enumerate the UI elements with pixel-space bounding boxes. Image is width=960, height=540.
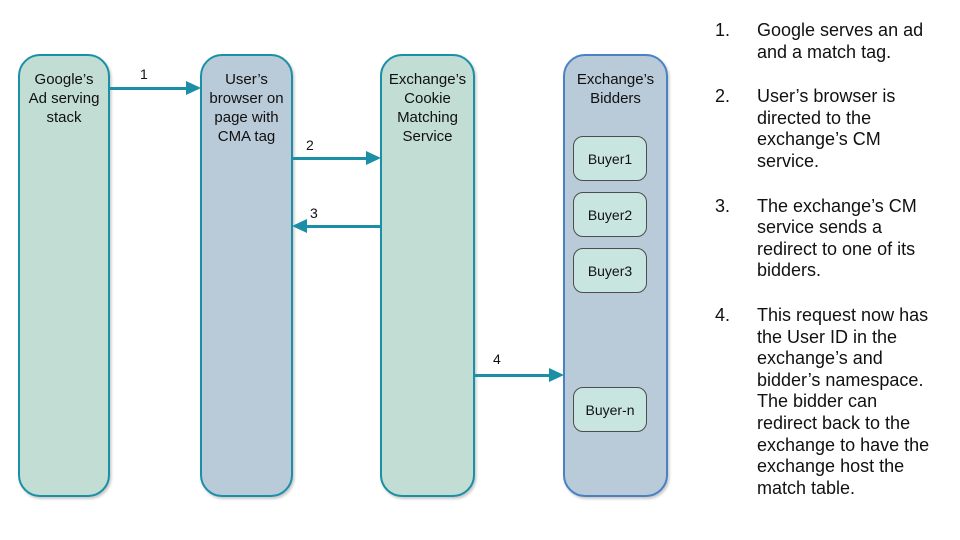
buyer-box-1: Buyer1 [573, 136, 647, 181]
lane-title: Exchange’s Cookie Matching Service [388, 71, 467, 145]
lane-title: Google’s Ad serving stack [28, 71, 100, 126]
buyer-label: Buyer2 [587, 206, 633, 223]
arrow-number-2: 2 [306, 137, 314, 153]
arrow-shaft [293, 156, 367, 160]
step-text: This request now has the User ID in the … [757, 304, 930, 498]
buyer-label: Buyer-n [585, 401, 635, 418]
step-number: 3. [715, 195, 731, 216]
arrowhead-right-icon [366, 151, 381, 165]
arrow-shaft [110, 86, 187, 90]
step-item-2: 2. User’s browser is directed to the exc… [715, 86, 955, 172]
step-item-3: 3. The exchange’s CM service sends a red… [715, 196, 955, 282]
buyer-label: Buyer1 [587, 150, 633, 167]
arrowhead-right-icon [186, 81, 201, 95]
lane-title: Exchange’s Bidders [576, 71, 655, 107]
buyer-box-n: Buyer-n [573, 387, 647, 432]
buyer-box-3: Buyer3 [573, 248, 647, 293]
arrow-number-3: 3 [310, 205, 318, 221]
arrow-shaft [475, 373, 550, 377]
buyer-box-2: Buyer2 [573, 192, 647, 237]
lane-exchange-bidders: Exchange’s Bidders Buyer1 Buyer2 Buyer3 … [563, 54, 668, 497]
step-list: 1. Google serves an ad and a match tag. … [715, 20, 955, 522]
step-number: 2. [715, 86, 731, 107]
step-item-4: 4. This request now has the User ID in t… [715, 305, 955, 499]
lane-user-browser: User’s browser on page with CMA tag [200, 54, 293, 497]
step-text: The exchange’s CM service sends a redire… [757, 195, 917, 281]
buyer-label: Buyer3 [587, 262, 633, 279]
arrowhead-left-icon [292, 219, 307, 233]
lane-title: User’s browser on page with CMA tag [209, 71, 284, 145]
step-number: 4. [715, 304, 731, 325]
arrow-shaft [306, 224, 380, 228]
step-text: User’s browser is directed to the exchan… [757, 86, 896, 171]
arrow-number-4: 4 [493, 351, 501, 367]
arrow-number-1: 1 [140, 66, 148, 82]
arrowhead-right-icon [549, 368, 564, 382]
step-text: Google serves an ad and a match tag. [757, 20, 924, 62]
lane-exchange-cookie-matching-service: Exchange’s Cookie Matching Service [380, 54, 475, 497]
step-item-1: 1. Google serves an ad and a match tag. [715, 20, 955, 63]
step-number: 1. [715, 20, 731, 40]
lane-google-ad-serving-stack: Google’s Ad serving stack [18, 54, 110, 497]
